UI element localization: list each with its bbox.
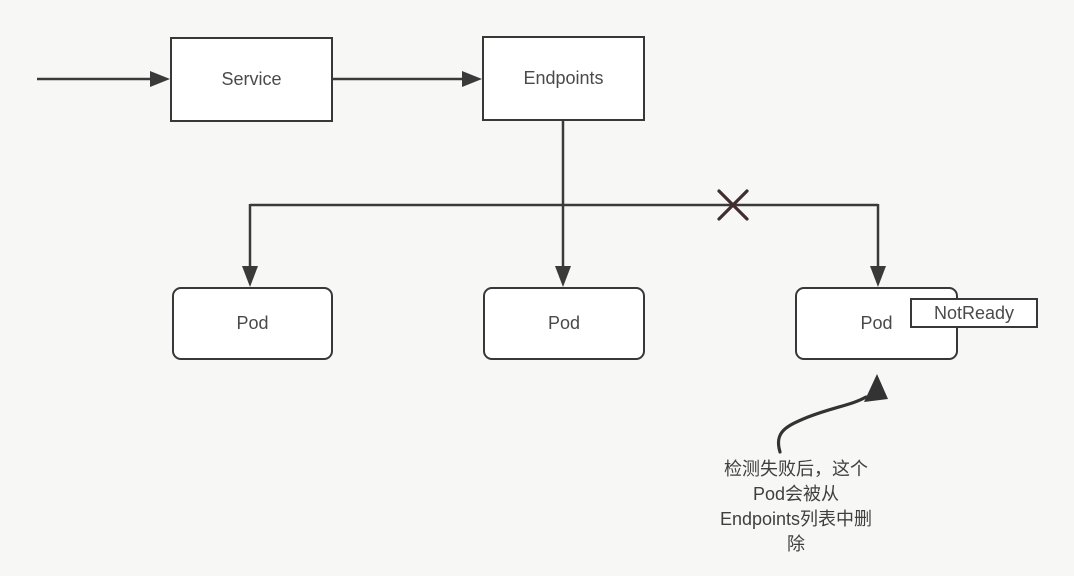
endpoints-label: Endpoints xyxy=(523,68,604,88)
service-endpoints-arrowhead-icon xyxy=(462,71,482,87)
annotation-line: Pod会被从 xyxy=(752,484,840,504)
notready-badge: NotReady xyxy=(910,298,1038,328)
drop-arrowhead-pod-3-icon xyxy=(870,266,886,287)
annotation-line: 检测失败后，这个 xyxy=(724,459,868,479)
service-node: Service xyxy=(170,37,333,122)
annotation-text: 检测失败后，这个 Pod会被从 Endpoints列表中删 除 xyxy=(690,457,902,557)
endpoints-node: Endpoints xyxy=(482,36,645,121)
pod-node-2: Pod xyxy=(483,287,645,360)
incoming-arrowhead-icon xyxy=(150,71,170,87)
pod-3-label: Pod xyxy=(860,313,893,333)
annotation-line: Endpoints列表中删 xyxy=(719,509,873,529)
pod-node-1: Pod xyxy=(172,287,333,360)
drop-arrowhead-pod-2-icon xyxy=(555,266,571,287)
service-label: Service xyxy=(221,69,282,89)
pod-2-label: Pod xyxy=(547,313,581,333)
annotation-arrow-curve xyxy=(776,395,868,454)
drop-arrowhead-pod-1-icon xyxy=(242,266,258,287)
notready-label: NotReady xyxy=(933,302,1015,323)
annotation-line: 除 xyxy=(787,534,805,554)
annotation-arrowhead-icon xyxy=(864,374,888,402)
pod-1-label: Pod xyxy=(236,313,269,333)
x-mark-icon xyxy=(717,189,749,221)
